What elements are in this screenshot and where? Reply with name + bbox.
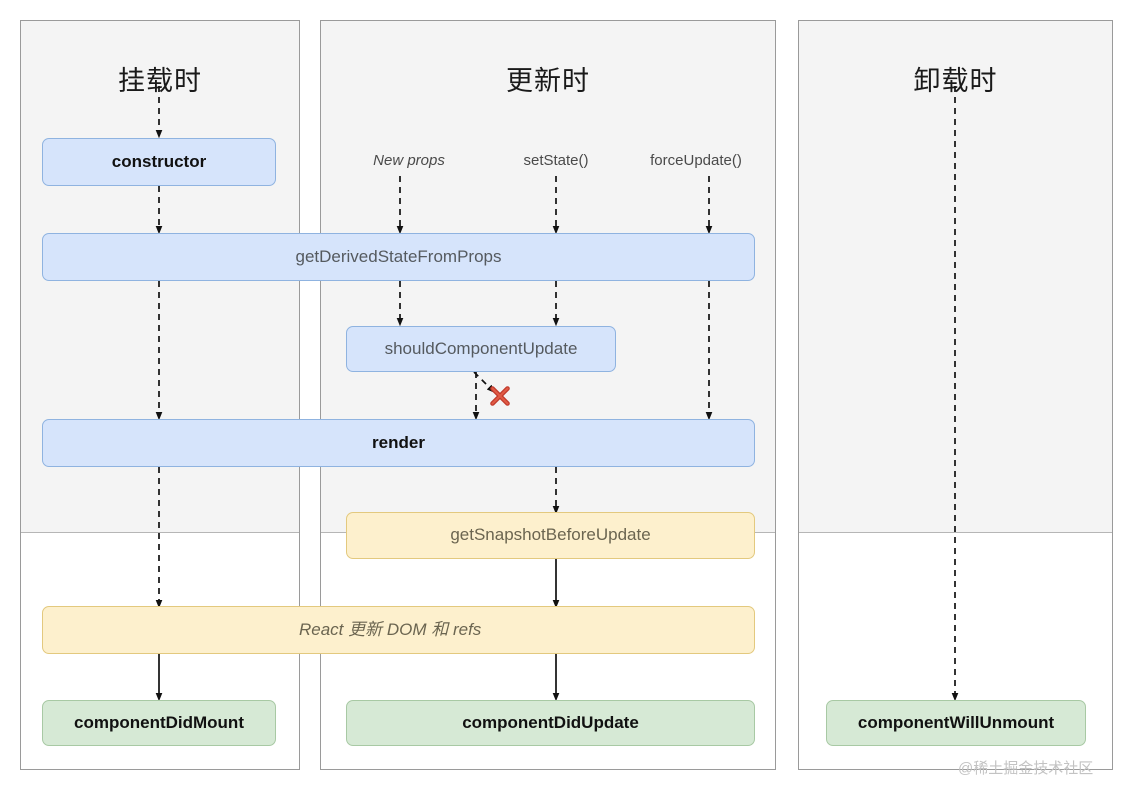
node-get-snapshot-before-update[interactable]: getSnapshotBeforeUpdate	[346, 512, 755, 559]
trigger-set-state: setState()	[523, 152, 589, 169]
node-should-component-update[interactable]: shouldComponentUpdate	[346, 326, 616, 372]
node-react-updates-dom-and-refs[interactable]: React 更新 DOM 和 refs	[42, 606, 755, 654]
node-render[interactable]: render	[42, 419, 755, 467]
panel-update-title: 更新时	[506, 66, 590, 96]
node-component-did-update[interactable]: componentDidUpdate	[346, 700, 755, 746]
watermark: @稀土掘金技术社区	[958, 760, 1094, 777]
node-component-did-mount[interactable]: componentDidMount	[42, 700, 276, 746]
trigger-new-props: New props	[373, 152, 445, 169]
skip-render-x-icon	[489, 385, 511, 407]
node-component-will-unmount[interactable]: componentWillUnmount	[826, 700, 1086, 746]
node-get-derived-state-from-props[interactable]: getDerivedStateFromProps	[42, 233, 755, 281]
trigger-force-update: forceUpdate()	[650, 152, 742, 169]
node-constructor[interactable]: constructor	[42, 138, 276, 186]
